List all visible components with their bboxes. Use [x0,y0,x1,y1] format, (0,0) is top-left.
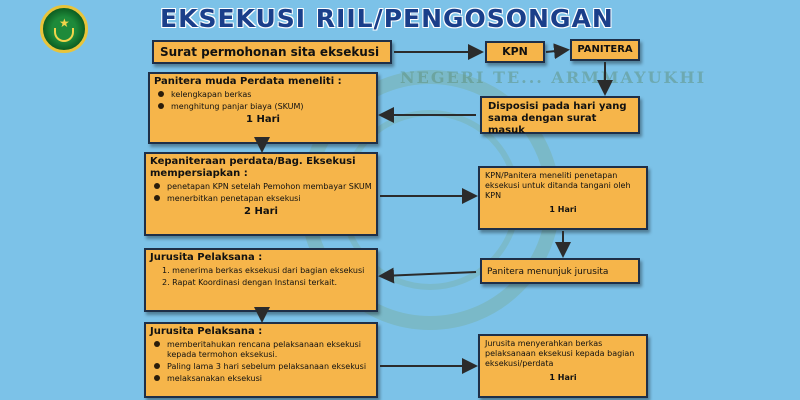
bullet-icon [154,375,160,381]
bullet-icon [154,183,160,189]
arrow-kpn-to-panitera [545,43,570,60]
box-kpn-meneliti: KPN/Panitera meneliti penetapan eksekusi… [478,166,648,230]
box-disposisi: Disposisi pada hari yang sama dengan sur… [480,96,640,136]
jurusita2-item-text: melaksanakan eksekusi [167,374,263,383]
watermark-text: NEGERI TE... ARMMAYUKHI [400,68,707,87]
box-kepaniteraan: Kepaniteraan perdata/Bag. Eksekusi mempe… [144,152,378,236]
box-panitera-text: PANITERA [577,44,633,55]
kepaniteraan-heading: Kepaniteraan perdata/Bag. Eksekusi mempe… [150,156,356,179]
box-kpn-text: KPN [502,45,528,58]
jurusita2-item-text: Paling lama 3 hari sebelum pelaksanaan e… [167,362,367,371]
menyerahkan-duration: 1 Hari [549,373,577,382]
scale-icon [54,28,74,42]
box-menyerahkan: Jurusita menyerahkan berkas pelaksanaan … [478,334,648,398]
box-panmud: Panitera muda Perdata meneliti : kelengk… [148,72,378,144]
bullet-icon [154,363,160,369]
kepaniteraan-item-text: penetapan KPN setelah Pemohon membayar S… [167,182,372,191]
list-item: menerbitkan penetapan eksekusi [154,194,372,204]
court-logo: ★ [40,5,88,53]
bullet-icon [158,103,164,109]
box-jurusita-2: Jurusita Pelaksana : memberitahukan renc… [144,322,378,398]
box-surat-permohonan: Surat permohonan sita eksekusi [152,40,392,64]
bullet-icon [154,195,160,201]
list-item: 2. Rapat Koordinasi dengan Instansi terk… [154,278,372,288]
kpn-meneliti-duration: 1 Hari [549,205,577,214]
kepaniteraan-item-text: menerbitkan penetapan eksekusi [167,194,301,203]
jurusita1-item-text: 1. menerima berkas eksekusi dari bagian … [162,266,365,275]
panmud-duration: 1 Hari [246,114,280,125]
bullet-icon [158,91,164,97]
menyerahkan-text: Jurusita menyerahkan berkas pelaksanaan … [485,339,635,368]
list-item: melaksanakan eksekusi [154,374,372,384]
box-surat-text: Surat permohonan sita eksekusi [160,45,380,59]
list-item: 1. menerima berkas eksekusi dari bagian … [154,266,372,276]
list-item: menghitung panjar biaya (SKUM) [158,102,372,112]
jurusita2-item-text: memberitahukan rencana pelaksanaan eksek… [167,340,361,359]
arrow-menunjuk-to-jurusita1 [378,267,477,284]
list-item: Paling lama 3 hari sebelum pelaksanaan e… [154,362,372,372]
menunjuk-text: Panitera menunjuk jurusita [487,267,609,277]
panmud-item-text: kelengkapan berkas [171,90,252,99]
jurusita1-heading: Jurusita Pelaksana : [150,252,263,263]
panmud-heading: Panitera muda Perdata meneliti : [154,76,342,87]
jurusita2-heading: Jurusita Pelaksana : [150,326,263,337]
page-title: EKSEKUSI RIIL/PENGOSONGAN [160,4,614,33]
bullet-icon [154,341,160,347]
list-item: penetapan KPN setelah Pemohon membayar S… [154,182,372,192]
panmud-item-text: menghitung panjar biaya (SKUM) [171,102,304,111]
box-menunjuk: Panitera menunjuk jurusita [480,258,640,284]
star-icon: ★ [59,16,70,30]
kepaniteraan-duration: 2 Hari [244,206,278,217]
kpn-meneliti-text: KPN/Panitera meneliti penetapan eksekusi… [485,171,631,200]
jurusita1-item-text: 2. Rapat Koordinasi dengan Instansi terk… [162,278,338,287]
box-panitera: PANITERA [570,39,640,61]
box-kpn: KPN [485,41,545,63]
list-item: memberitahukan rencana pelaksanaan eksek… [154,340,372,360]
disposisi-text: Disposisi pada hari yang sama dengan sur… [488,101,627,136]
list-item: kelengkapan berkas [158,90,372,100]
